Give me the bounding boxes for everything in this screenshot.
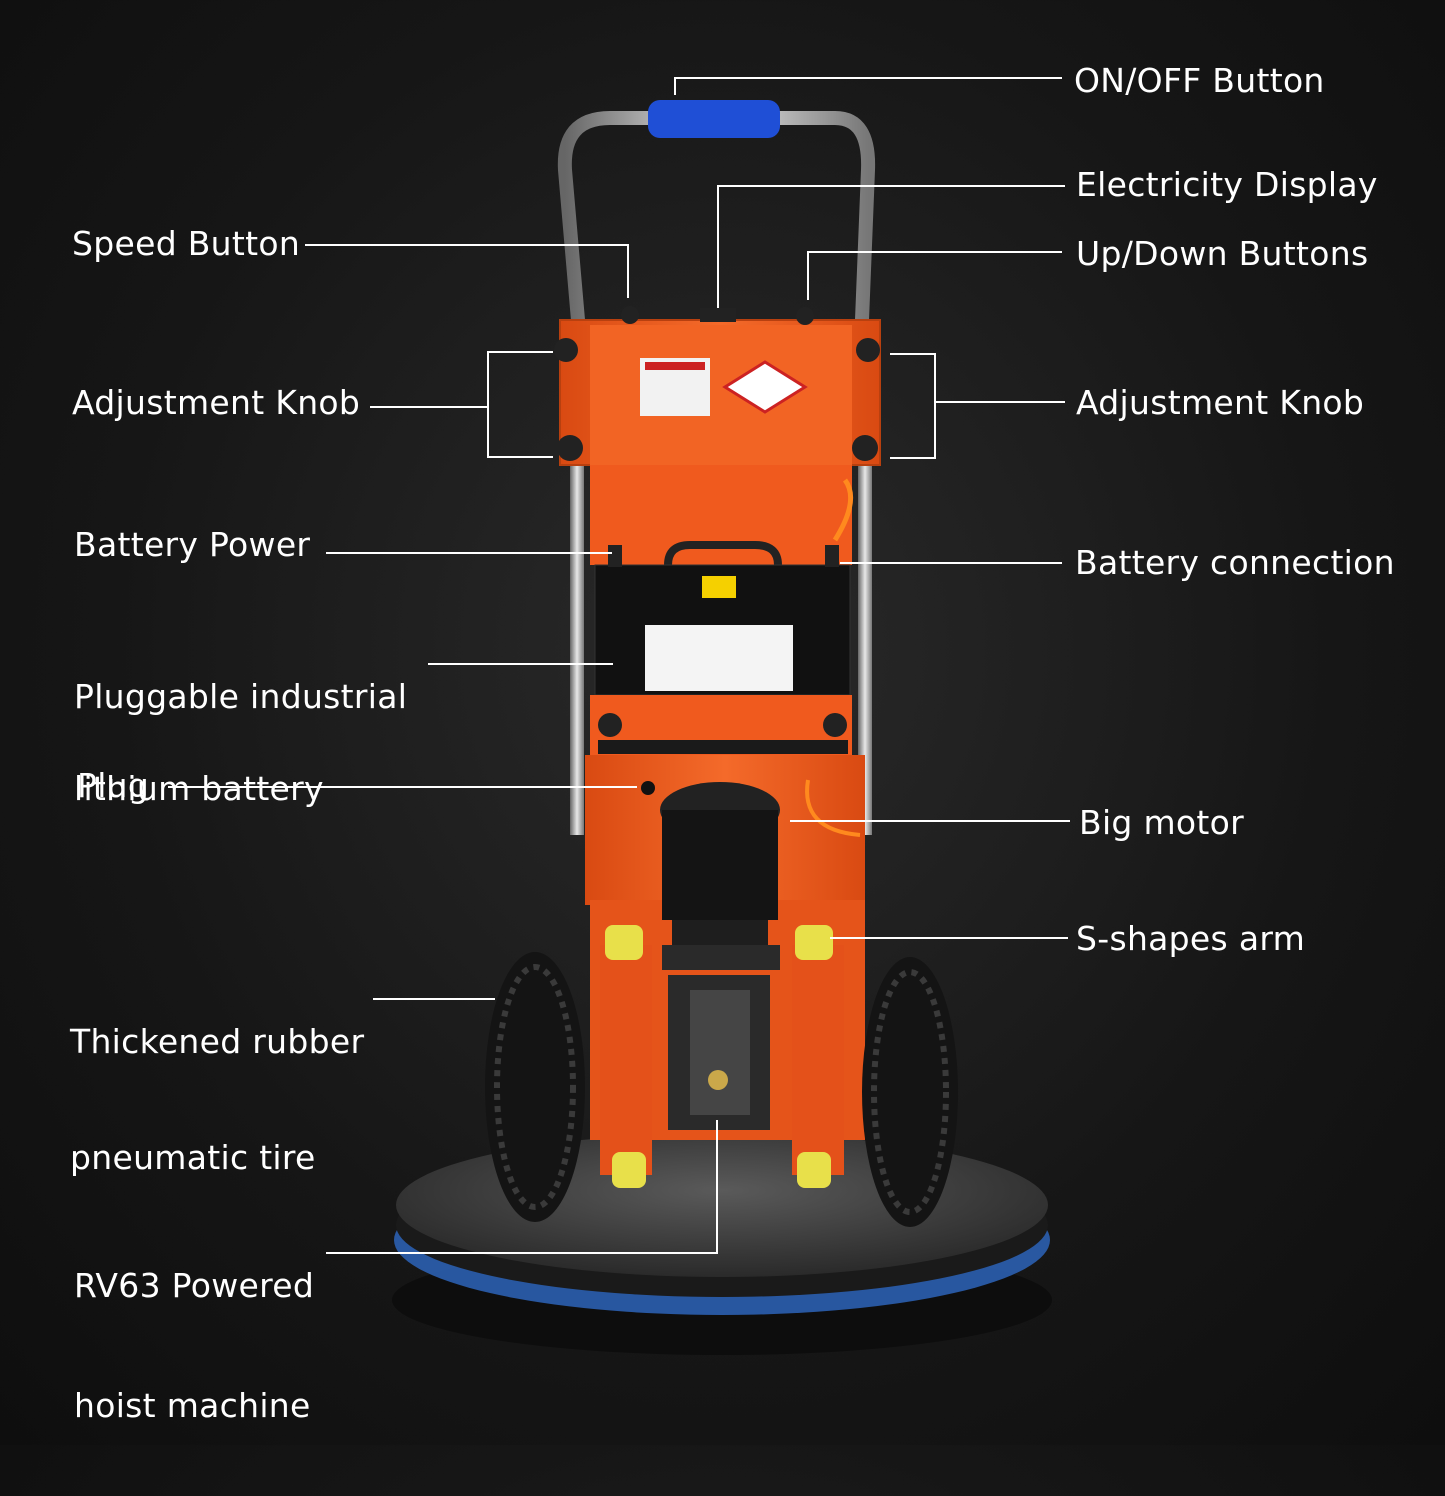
label-lithium-line1: Pluggable industrial [74, 677, 408, 716]
label-tire-line2: pneumatic tire [70, 1138, 316, 1177]
leader-lines [168, 77, 1070, 1254]
label-electricity-display: Electricity Display [1076, 165, 1378, 204]
label-battery-connection: Battery connection [1075, 543, 1395, 582]
knob-icon [554, 338, 578, 362]
label-battery-power: Battery Power [74, 525, 311, 564]
blue-grip [648, 100, 780, 138]
leader-speed-button [305, 244, 629, 298]
label-adjustment-knob-left: Adjustment Knob [72, 383, 361, 422]
label-big-motor: Big motor [1079, 803, 1244, 842]
label-lithium-line2: lithium battery [74, 769, 324, 808]
knob-icon [856, 338, 880, 362]
label-speed-button: Speed Button [72, 224, 301, 263]
pneumatic-tires [485, 952, 958, 1227]
motor [660, 782, 780, 970]
label-hoist-line1: RV63 Powered [74, 1266, 315, 1305]
label-adjustment-knob-right: Adjustment Knob [1076, 383, 1365, 422]
leader-hoist [326, 1120, 718, 1254]
knob-icon [852, 435, 878, 461]
speed-button-icon [621, 306, 639, 324]
leader-electricity-display [717, 185, 1065, 308]
knob-icon [557, 435, 583, 461]
label-hoist-line2: hoist machine [74, 1386, 311, 1425]
warning-diamond [722, 360, 808, 414]
display-platform [392, 1133, 1052, 1355]
leader-on-off [674, 77, 1062, 95]
leader-adjust-right [890, 353, 1065, 459]
up-down-button-icon [796, 307, 814, 325]
leader-up-down [807, 251, 1062, 300]
diagram-stage: ON/OFF Button Electricity Display Speed … [70, 61, 1395, 1355]
label-hoist-machine: RV63 Powered hoist machine [74, 1196, 314, 1496]
s-arms [600, 925, 844, 1188]
plug-icon [641, 781, 655, 795]
battery-label [645, 625, 793, 691]
label-s-shapes-arm: S-shapes arm [1076, 919, 1306, 958]
label-lithium-battery: Pluggable industrial lithium battery [74, 628, 407, 858]
label-tire-line1: Thickened rubber [70, 1022, 365, 1061]
label-up-down-buttons: Up/Down Buttons [1076, 234, 1369, 273]
leader-adjust-left [370, 351, 553, 458]
stair-climber-illustration [168, 77, 1070, 1355]
label-on-off-button: ON/OFF Button [1074, 61, 1325, 100]
label-pneumatic-tire: Thickened rubber pneumatic tire [70, 955, 364, 1245]
battery-pack [590, 465, 854, 755]
hoist-gearbox [668, 975, 770, 1130]
display-icon [700, 308, 736, 322]
upper-frame [554, 306, 881, 466]
label-plug: Plug [77, 766, 150, 805]
